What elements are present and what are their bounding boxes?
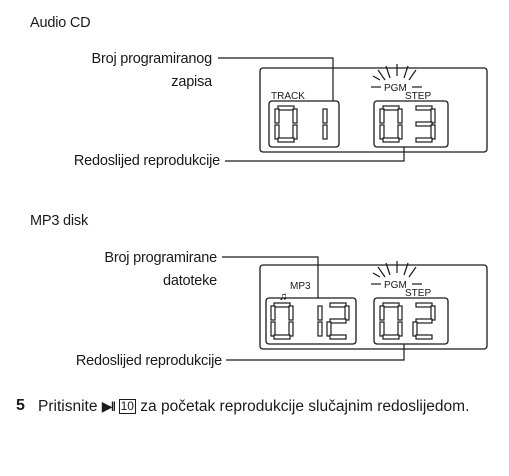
- step-indicator: STEP: [405, 288, 431, 299]
- instruction-text-after: za početak reprodukcije slučajnim redosl…: [140, 398, 470, 415]
- step-indicator: STEP: [405, 91, 431, 102]
- audio-cd-heading: Audio CD: [30, 15, 91, 31]
- step-digits-box: [373, 100, 449, 148]
- button-reference-number: 10: [118, 399, 136, 414]
- programmed-track-number-label: Broj programiranog zapisa: [91, 51, 212, 90]
- step-digits-box: [373, 297, 449, 345]
- mp3-indicator: MP3: [290, 281, 311, 292]
- programmed-file-number-label: Broj programirane datoteke: [104, 250, 217, 289]
- mp3-disc-heading: MP3 disk: [30, 213, 89, 229]
- pgm-blink-icon: [371, 64, 422, 88]
- track-digits-box: [268, 100, 340, 148]
- mp3-display: MP3 ♫ STEP PGM: [259, 261, 488, 350]
- play-pause-icon: ▶II: [101, 398, 116, 414]
- pgm-indicator: PGM: [384, 280, 407, 291]
- step-number: 5: [16, 397, 25, 414]
- pgm-blink-icon: [371, 261, 422, 285]
- pgm-indicator: PGM: [384, 83, 407, 94]
- instruction-text-before: Pritisnite: [38, 398, 98, 415]
- play-order-label: Redoslijed reprodukcije: [73, 153, 220, 169]
- track-indicator: TRACK: [271, 91, 305, 102]
- mp3-leader-lines: [222, 256, 405, 361]
- music-note-icon: ♫: [279, 291, 287, 303]
- play-order-label: Redoslijed reprodukcije: [75, 353, 222, 369]
- step-instruction: Pritisnite ▶II 10 za početak reprodukcij…: [38, 396, 478, 417]
- audio-cd-display: TRACK STEP PGM: [259, 64, 488, 153]
- audio-cd-leader-lines: [218, 57, 405, 162]
